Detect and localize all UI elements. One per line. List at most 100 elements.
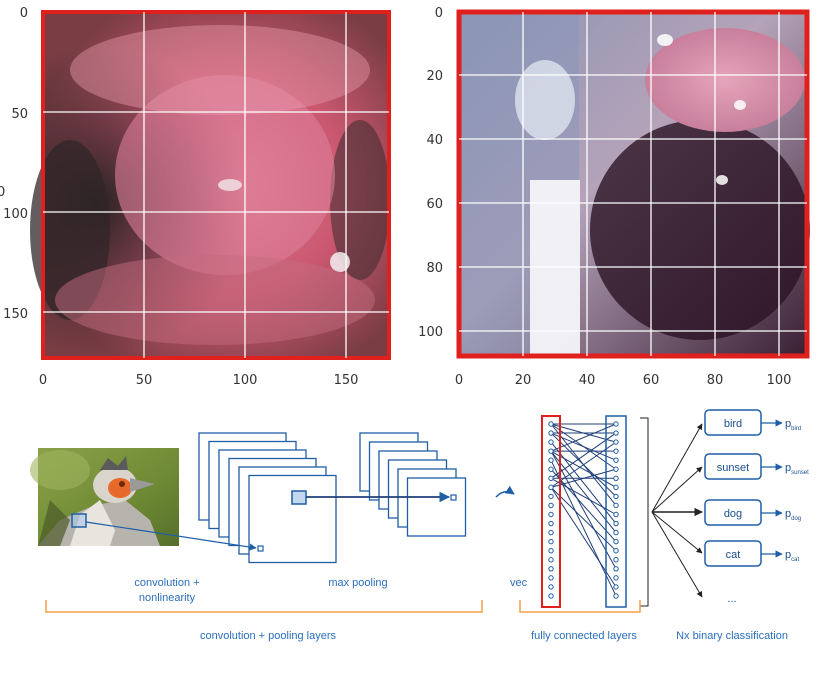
neuron-node xyxy=(548,421,554,427)
right-image-plot: 0 20 40 60 80 100 0 20 40 60 80 100 xyxy=(418,6,810,388)
left-y-tick: 50 xyxy=(11,107,28,122)
right-y-tick: 20 xyxy=(426,69,443,84)
left-y-cut-character: 0 xyxy=(0,185,5,200)
neuron-node xyxy=(613,493,619,500)
class-probability: pcat xyxy=(785,549,799,563)
neuron-node xyxy=(548,548,554,554)
fc-connection xyxy=(550,423,617,452)
right-x-tick: 0 xyxy=(455,373,463,388)
left-grid xyxy=(43,12,389,358)
left-x-tick: 100 xyxy=(233,373,258,388)
neuron-node xyxy=(613,538,619,545)
feature-map xyxy=(406,477,467,537)
left-x-tick: 50 xyxy=(136,373,153,388)
right-grid xyxy=(459,12,807,356)
neuron-node xyxy=(613,548,619,554)
left-x-tick: 0 xyxy=(39,373,47,388)
right-y-tick-labels: 0 20 40 60 80 100 xyxy=(418,6,443,340)
class-label: cat xyxy=(726,549,741,561)
class-bird: bird pbird xyxy=(704,409,801,436)
neuron-node xyxy=(548,584,554,590)
right-y-tick: 60 xyxy=(426,197,443,212)
neuron-node xyxy=(548,430,554,436)
neuron-node xyxy=(613,448,619,454)
neuron-node xyxy=(548,529,554,536)
pool-window-box xyxy=(291,490,307,505)
left-y-tick-labels: 0 50 100 150 0 xyxy=(0,6,28,322)
right-y-tick: 40 xyxy=(426,133,443,148)
receptive-field-box xyxy=(71,513,87,528)
vector-layer-box xyxy=(541,415,561,608)
hidden-nodes xyxy=(613,421,619,599)
neuron-node xyxy=(548,511,554,518)
neuron-node xyxy=(548,520,554,527)
conv-arrow xyxy=(85,521,257,551)
right-y-tick: 0 xyxy=(435,6,443,21)
conv-pool-bracket xyxy=(45,600,483,613)
neuron-node xyxy=(613,484,619,491)
neuron-node xyxy=(548,475,554,481)
left-x-tick: 150 xyxy=(334,373,359,388)
neuron-node xyxy=(613,457,619,463)
neuron-node xyxy=(548,538,554,545)
class-dog: dog pdog xyxy=(704,499,801,526)
fc-connection xyxy=(550,450,617,533)
right-y-tick: 100 xyxy=(418,325,443,340)
binary-classifiers: bird pbird sunset psunset dog pdog cat xyxy=(651,409,809,605)
classifier-arrow xyxy=(651,423,703,513)
neuron-node xyxy=(548,448,554,454)
right-x-tick: 100 xyxy=(767,373,792,388)
left-image-border xyxy=(41,10,391,360)
conv-pool-group-label: convolution + pooling layers xyxy=(200,630,337,642)
neuron-node xyxy=(613,475,619,481)
fc-orange-bracket xyxy=(519,600,641,613)
hidden-layer-box xyxy=(605,415,627,608)
conv-feature-maps xyxy=(198,432,337,564)
neuron-node xyxy=(613,439,619,445)
left-y-tick: 150 xyxy=(3,307,28,322)
fc-bracket xyxy=(640,417,649,607)
right-x-tick: 20 xyxy=(515,373,532,388)
classifier-arrow xyxy=(651,511,703,598)
class-sunset: sunset psunset xyxy=(704,453,809,480)
right-x-tick: 60 xyxy=(643,373,660,388)
fc-connection xyxy=(550,468,617,542)
classifier-arrow xyxy=(651,511,703,554)
fully-connected-layers xyxy=(541,415,627,608)
vector-nodes xyxy=(548,421,554,599)
fc-connection xyxy=(550,432,617,461)
left-x-tick-labels: 0 50 100 150 xyxy=(39,373,359,388)
fc-connection xyxy=(550,487,617,588)
cnn-diagram: bird pbird sunset psunset dog pdog cat xyxy=(30,409,809,642)
neuron-node xyxy=(548,575,554,581)
neuron-node xyxy=(613,430,619,436)
fc-connection xyxy=(550,459,617,597)
bird-photo xyxy=(30,448,179,546)
right-y-tick: 80 xyxy=(426,261,443,276)
fc-connection xyxy=(550,450,617,488)
right-x-tick: 80 xyxy=(707,373,724,388)
feature-map xyxy=(248,474,337,564)
neuron-node xyxy=(613,529,619,536)
class-ellipsis: ... xyxy=(727,593,736,605)
class-probability: pbird xyxy=(785,418,801,432)
pool-feature-maps xyxy=(359,432,467,537)
neuron-node xyxy=(613,593,619,599)
class-probability: pdog xyxy=(785,508,801,522)
pool-label: max pooling xyxy=(328,577,387,589)
fc-connection xyxy=(550,468,617,488)
fc-connection xyxy=(550,432,617,479)
left-image-plot: 0 50 100 150 0 50 100 150 0 xyxy=(0,6,391,388)
fc-connection xyxy=(550,441,617,524)
neuron-node xyxy=(613,575,619,581)
fc-connection xyxy=(550,486,617,552)
pool-output-unit xyxy=(450,494,457,501)
left-y-tick: 0 xyxy=(20,6,28,21)
right-x-tick: 40 xyxy=(579,373,596,388)
neuron-node xyxy=(613,584,619,590)
neuron-node xyxy=(548,484,554,491)
vec-label: vec xyxy=(510,577,528,589)
fc-group-label: fully connected layers xyxy=(531,630,637,642)
class-label: dog xyxy=(724,508,742,520)
